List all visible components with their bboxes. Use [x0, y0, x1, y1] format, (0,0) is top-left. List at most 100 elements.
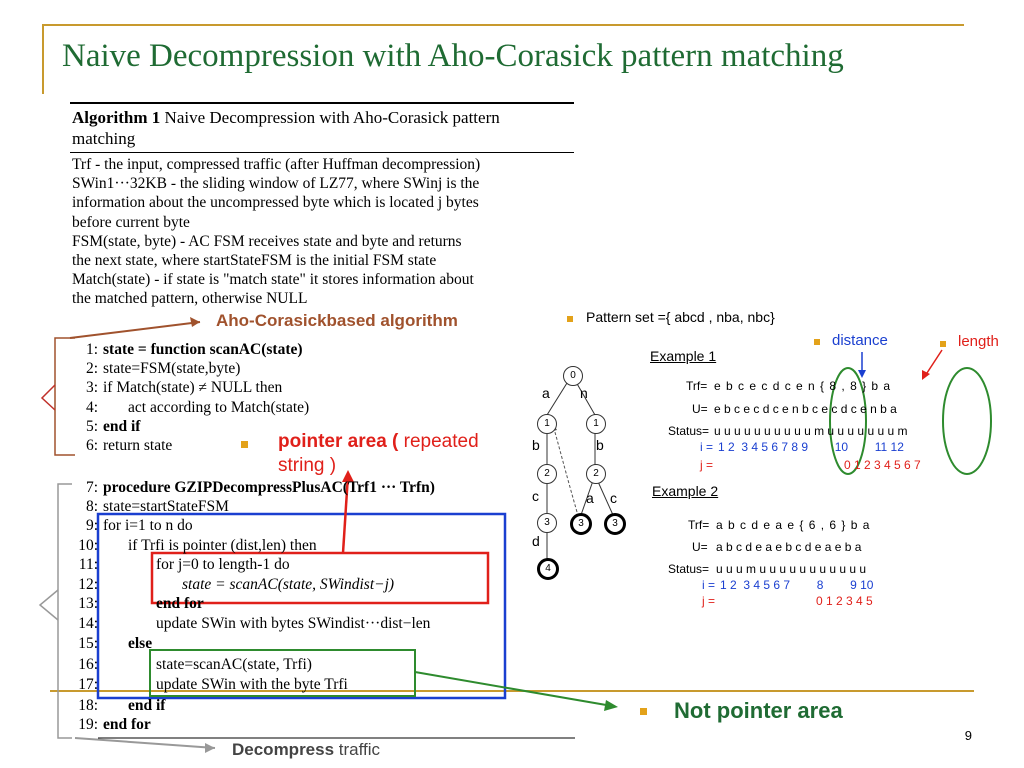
- trie-node: 4: [537, 558, 559, 580]
- bullet-icon: [640, 708, 647, 715]
- algorithm-top-rule: [70, 102, 574, 104]
- code-line: state = scanAC(state, SWindist−j): [182, 576, 395, 593]
- line-number: 18:: [78, 697, 98, 714]
- line-number: 13:: [78, 595, 98, 612]
- desc-line: FSM(state, byte) - AC FSM receives state…: [72, 232, 462, 250]
- code-line: for j=0 to length-1 do: [156, 556, 290, 573]
- left-accent-line: [42, 24, 44, 94]
- line-number: 5:: [85, 418, 98, 435]
- length-label: length: [958, 333, 999, 350]
- algorithm-name-cont: matching: [72, 129, 136, 148]
- bottom-accent-line: [50, 690, 974, 692]
- edge-label: c: [532, 488, 539, 504]
- pointer-area-label: pointer area ( repeated string ): [278, 430, 479, 478]
- line-number: 2:: [85, 360, 98, 377]
- bullet-icon: [241, 441, 248, 448]
- not-pointer-label: Not pointer area: [674, 698, 843, 723]
- code-line: state=scanAC(state, Trfi): [156, 656, 312, 673]
- code-line: end for: [103, 716, 151, 733]
- code-line: act according to Match(state): [128, 399, 310, 416]
- example1-u-label: U=: [692, 402, 708, 416]
- example2-j: 0 1 2 3 4 5: [816, 594, 873, 608]
- code-line: state = function scanAC(state): [103, 341, 303, 358]
- line-number: 19:: [78, 716, 98, 733]
- slide-title: Naive Decompression with Aho-Corasick pa…: [62, 38, 844, 74]
- example2-u: a b c d e a e b c d e a e b a: [716, 540, 862, 554]
- line-number: 14:: [78, 615, 98, 632]
- example1-i-label: i =: [700, 440, 714, 454]
- desc-line: the matched pattern, otherwise NULL: [72, 290, 308, 308]
- desc-line: SWin1···32KB - the sliding window of LZ7…: [72, 175, 480, 193]
- example1-j-label: j =: [700, 458, 714, 472]
- example2-status: u u u m u u u u u u u u u u u: [716, 562, 867, 576]
- example1-title: Example 1: [650, 348, 717, 364]
- code-line: if Match(state) ≠ NULL then: [103, 379, 283, 396]
- code-line: update SWin with the byte Trfi: [156, 676, 348, 693]
- line-number: 3:: [85, 379, 98, 396]
- code-line: else: [128, 635, 153, 652]
- pointer-area-line2: string ): [278, 455, 337, 476]
- line-number: 15:: [78, 635, 98, 652]
- example2-title: Example 2: [652, 483, 719, 499]
- bullet-icon: [814, 339, 820, 345]
- example1-trf: e b c e c d c e n { 8 , 8 } b a: [714, 379, 892, 393]
- edge-label: n: [580, 385, 588, 401]
- pointer-area-bold: pointer area (: [278, 431, 399, 452]
- example2-i: 1 2 3 4 5 6 7 8 9 10: [720, 578, 874, 592]
- trie-node: 3: [537, 513, 557, 533]
- decompress-bold: Decompress: [232, 740, 335, 759]
- line-number: 1:: [85, 341, 98, 358]
- example2-i-label: i =: [702, 578, 716, 592]
- example2-trf-label: Trf=: [688, 518, 710, 532]
- code-line: for i=1 to n do: [103, 517, 193, 534]
- edge-label: a: [542, 385, 550, 401]
- algorithm-description: Trf - the input, compressed traffic (aft…: [72, 155, 576, 309]
- edge-label: a: [586, 490, 594, 506]
- line-number: 8:: [85, 498, 98, 515]
- code-line: if Trfi is pointer (dist,len) then: [128, 537, 317, 554]
- pattern-set: Pattern set ={ abcd , nba, nbc}: [586, 309, 775, 325]
- line-number: 12:: [78, 576, 98, 593]
- line-number: 7:: [85, 479, 98, 496]
- algorithm-code: 1: state = function scanAC(state) 2: sta…: [70, 0, 590, 768]
- example1-trf-label: Trf=: [686, 379, 708, 393]
- algorithm-name: Naive Decompression with Aho-Corasick pa…: [164, 108, 500, 127]
- algorithm-number: Algorithm 1: [72, 108, 161, 127]
- edge-label: b: [596, 437, 604, 453]
- bullet-icon: [940, 341, 946, 347]
- line-number: 17:: [78, 676, 98, 693]
- decompress-rest: traffic: [334, 740, 381, 759]
- line-number: 11:: [78, 556, 98, 573]
- code-line: return state: [103, 437, 173, 454]
- bullet-icon: [567, 316, 573, 322]
- edge-label: d: [532, 533, 540, 549]
- line-number: 6:: [85, 437, 98, 454]
- top-accent-line: [42, 24, 964, 26]
- code-line: end if: [128, 697, 166, 714]
- desc-line: before current byte: [72, 213, 190, 231]
- desc-line: Trf - the input, compressed traffic (aft…: [72, 156, 481, 173]
- desc-line: the next state, where startStateFSM is t…: [72, 252, 437, 270]
- desc-line: Match(state) - if state is "match state"…: [72, 271, 474, 289]
- code-line: end for: [156, 595, 204, 612]
- code-line: state=startStateFSM: [103, 498, 229, 515]
- distance-label: distance: [832, 332, 888, 349]
- algorithm-header: Algorithm 1 Naive Decompression with Aho…: [72, 107, 576, 149]
- line-number: 9:: [85, 517, 98, 534]
- trie-node: 1: [537, 414, 557, 434]
- desc-line: information about the uncompressed byte …: [72, 194, 479, 212]
- example1-u: e b c e c d c e n b c e c d c e n b a: [714, 402, 897, 416]
- example2-u-label: U=: [692, 540, 708, 554]
- example2-trf: a b c d e a e { 6 , 6 } b a: [716, 518, 871, 532]
- code-line: procedure GZIPDecompressPlusAC(Trf1 ··· …: [103, 479, 435, 496]
- decompress-label: Decompress traffic: [232, 740, 380, 760]
- page-number: 9: [964, 728, 972, 743]
- trie-node: 2: [537, 464, 557, 484]
- algorithm-mid-rule: [70, 152, 574, 153]
- trie-node: 1: [586, 414, 606, 434]
- line-number: 16:: [78, 656, 98, 673]
- code-line: end if: [103, 418, 141, 435]
- example1-status: u u u u u u u u u u m u u u u u u u m: [714, 424, 908, 438]
- trie-node: 3: [570, 513, 592, 535]
